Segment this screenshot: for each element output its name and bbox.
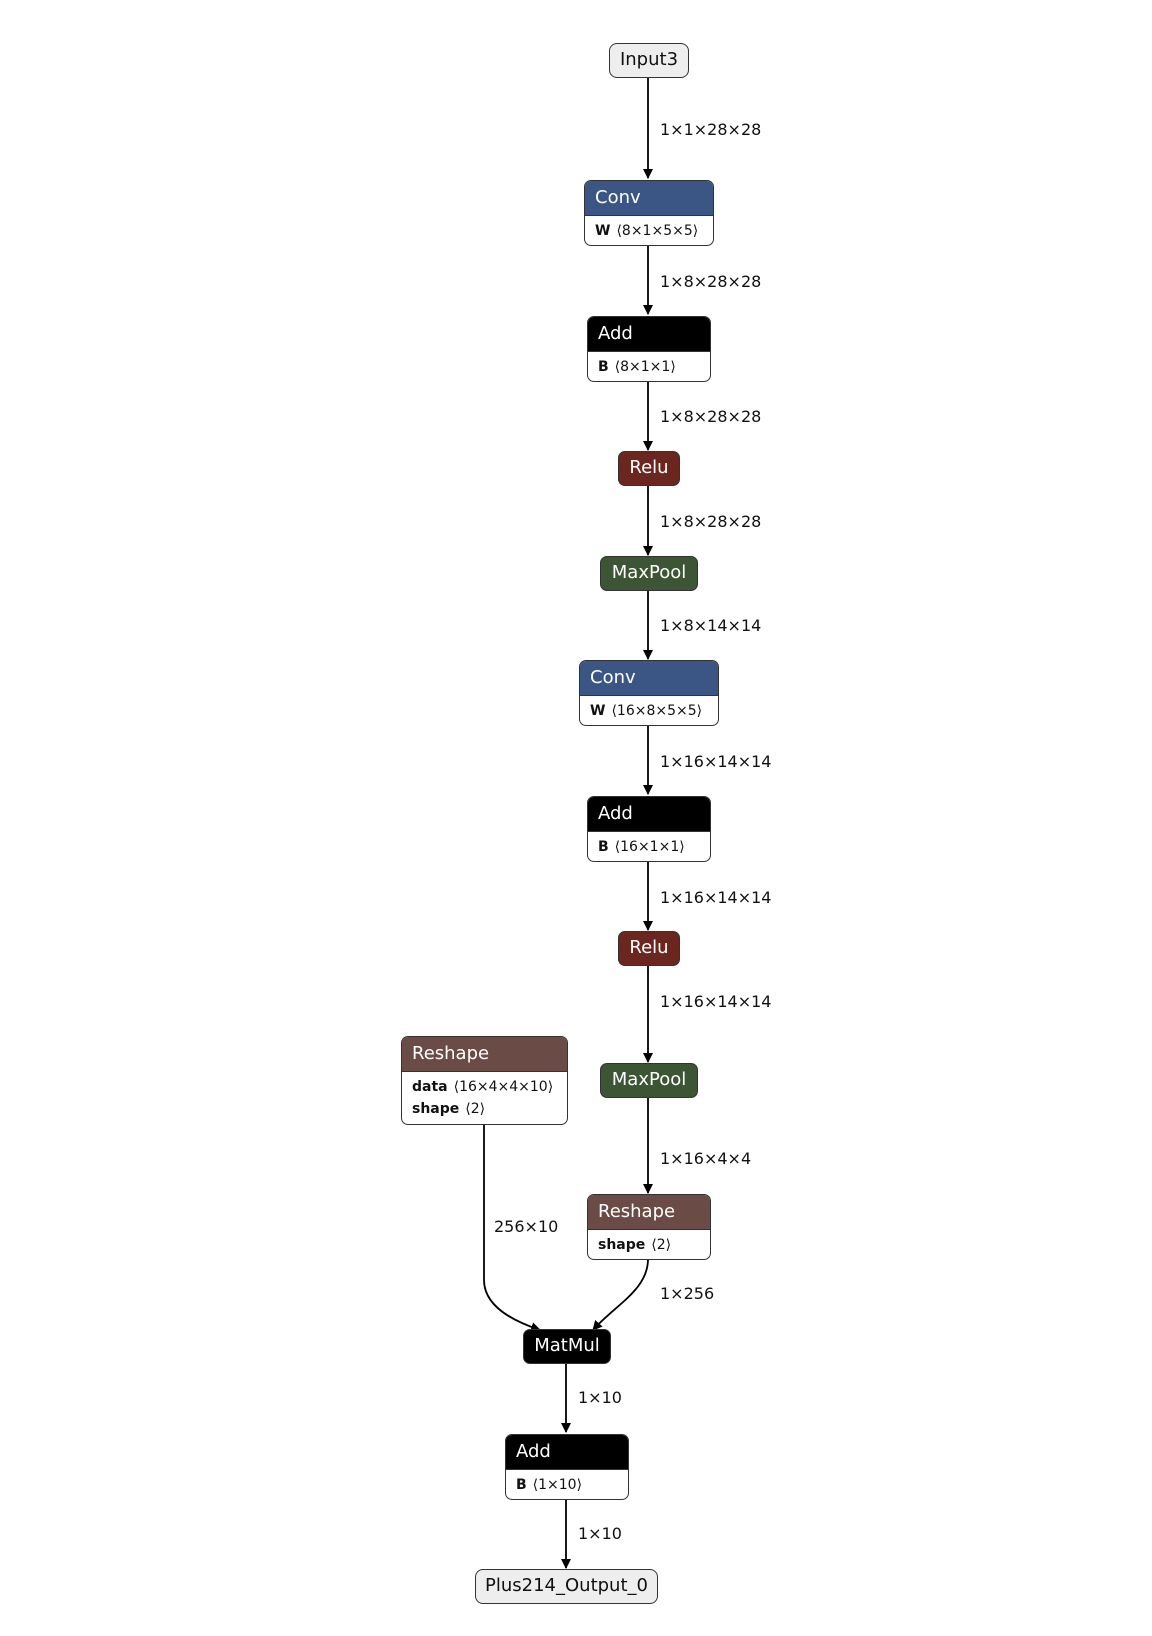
conv-node-1-label: Conv (585, 181, 713, 215)
add-node-1-attr: B⟨8×1×1⟩ (598, 359, 676, 375)
add-node-1[interactable]: Add B⟨8×1×1⟩ (587, 316, 711, 382)
conv-node-1[interactable]: Conv W⟨8×1×5×5⟩ (584, 180, 714, 246)
conv-node-2[interactable]: Conv W⟨16×8×5×5⟩ (579, 660, 719, 726)
edge-label-2: 1×8×28×28 (660, 272, 762, 291)
conv-node-2-label: Conv (580, 661, 718, 695)
matmul-node[interactable]: MatMul (523, 1329, 611, 1364)
reshape-node-left-attr-shape: shape⟨2⟩ (412, 1101, 486, 1117)
reshape-node-right[interactable]: Reshape shape⟨2⟩ (587, 1194, 711, 1260)
output-node[interactable]: Plus214_Output_0 (475, 1569, 658, 1604)
add-node-3[interactable]: Add B⟨1×10⟩ (505, 1434, 629, 1500)
conv-node-1-attr: W⟨8×1×5×5⟩ (595, 223, 699, 239)
edge-label-1: 1×1×28×28 (660, 120, 762, 139)
input-node-label: Input3 (619, 49, 679, 70)
maxpool-node-1[interactable]: MaxPool (600, 556, 698, 591)
add-node-2[interactable]: Add B⟨16×1×1⟩ (587, 796, 711, 862)
edge-label-4: 1×8×28×28 (660, 512, 762, 531)
edge-label-7: 1×16×14×14 (660, 888, 772, 907)
add-node-1-label: Add (588, 317, 710, 351)
add-node-2-label: Add (588, 797, 710, 831)
relu-node-1-label: Relu (629, 457, 669, 478)
matmul-node-label: MatMul (534, 1335, 600, 1356)
edge-label-5: 1×8×14×14 (660, 616, 762, 635)
reshape-node-right-label: Reshape (588, 1195, 710, 1229)
input-node[interactable]: Input3 (609, 43, 689, 78)
edge-label-9: 1×16×4×4 (660, 1149, 752, 1168)
edge-label-13: 1×10 (578, 1524, 622, 1543)
add-node-3-attr: B⟨1×10⟩ (516, 1477, 583, 1493)
edge-label-11: 1×256 (660, 1284, 715, 1303)
reshape-node-left[interactable]: Reshape data⟨16×4×4×10⟩ shape⟨2⟩ (401, 1036, 568, 1125)
edge-reshape-left-matmul (483, 1125, 541, 1332)
edge-label-8: 1×16×14×14 (660, 992, 772, 1011)
conv-node-2-attr: W⟨16×8×5×5⟩ (590, 703, 703, 719)
relu-node-2-label: Relu (629, 937, 669, 958)
maxpool-node-2-label: MaxPool (611, 1069, 687, 1090)
reshape-node-right-attr: shape⟨2⟩ (598, 1237, 672, 1253)
edge-label-3: 1×8×28×28 (660, 407, 762, 426)
relu-node-2[interactable]: Relu (618, 931, 680, 966)
edge-label-6: 1×16×14×14 (660, 752, 772, 771)
add-node-3-label: Add (506, 1435, 628, 1469)
reshape-node-left-attr-data: data⟨16×4×4×10⟩ (412, 1079, 554, 1095)
reshape-node-left-label: Reshape (402, 1037, 567, 1071)
maxpool-node-1-label: MaxPool (611, 562, 687, 583)
edge-label-12: 1×10 (578, 1388, 622, 1407)
edge-label-10: 256×10 (494, 1217, 559, 1236)
maxpool-node-2[interactable]: MaxPool (600, 1063, 698, 1098)
edge-reshape-right-matmul (592, 1258, 649, 1331)
output-node-label: Plus214_Output_0 (485, 1575, 648, 1596)
add-node-2-attr: B⟨16×1×1⟩ (598, 839, 685, 855)
relu-node-1[interactable]: Relu (618, 451, 680, 486)
